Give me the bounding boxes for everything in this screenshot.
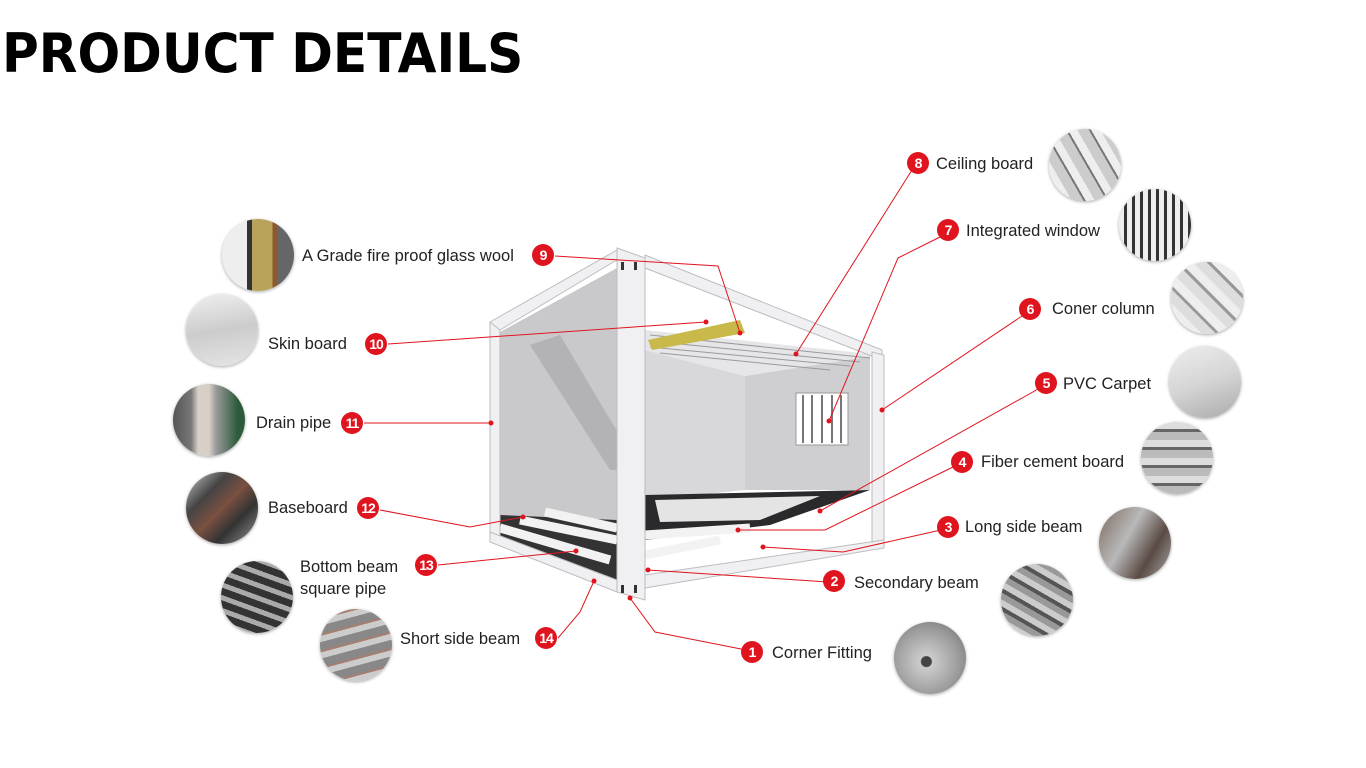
label-short-side-beam: Short side beam [400, 630, 521, 648]
drain-pipe-photo [173, 384, 245, 456]
badge-2: 2 [823, 570, 845, 592]
label-square-pipe: square pipe [300, 580, 387, 598]
badge-3: 3 [937, 516, 959, 538]
badge-8: 8 [907, 152, 929, 174]
badge-7: 7 [937, 219, 959, 241]
short-side-beam-photo [320, 609, 392, 681]
label-fiber-cement-board: Fiber cement board [981, 453, 1125, 471]
label-corner-column: Coner column [1052, 300, 1155, 318]
label-long-side-beam: Long side beam [965, 518, 1083, 536]
leader-lines [364, 169, 1041, 651]
bottom-beam-photo [221, 561, 293, 633]
secondary-beam-photo [1001, 564, 1073, 636]
label-glass-wool: A Grade fire proof glass wool [302, 247, 514, 265]
badge-14: 14 [535, 627, 557, 649]
corner-column-photo [1171, 262, 1243, 334]
page-title: PRODUCT DETAILS [2, 22, 524, 85]
badge-11: 11 [341, 412, 363, 434]
label-bottom-beam: Bottom beam [300, 558, 399, 576]
pvc-carpet-photo [1169, 346, 1241, 418]
badge-12: 12 [357, 497, 379, 519]
leader-dots [488, 319, 885, 601]
badge-1: 1 [741, 641, 763, 663]
label-drain-pipe: Drain pipe [256, 414, 332, 432]
label-skin-board: Skin board [268, 335, 347, 353]
container-illustration [489, 247, 885, 601]
badge-9: 9 [532, 244, 554, 266]
label-corner-fitting: Corner Fitting [772, 644, 872, 662]
ceiling-board-photo [1049, 129, 1121, 201]
integrated-window-photo [1119, 189, 1191, 261]
badge-13: 13 [415, 554, 437, 576]
fiber-cement-board-photo [1141, 422, 1213, 494]
corner-fitting-photo [894, 622, 966, 694]
baseboard-photo [186, 472, 258, 544]
label-ceiling-board: Ceiling board [936, 155, 1034, 173]
badge-4: 4 [951, 451, 973, 473]
glass-wool-photo [222, 219, 294, 291]
label-integrated-window: Integrated window [966, 222, 1100, 240]
badge-5: 5 [1035, 372, 1057, 394]
skin-board-photo [186, 294, 258, 366]
label-baseboard: Baseboard [268, 499, 348, 517]
label-pvc-carpet: PVC Carpet [1063, 375, 1152, 393]
badge-10: 10 [365, 333, 387, 355]
long-side-beam-photo [1099, 507, 1171, 579]
badge-6: 6 [1019, 298, 1041, 320]
label-secondary-beam: Secondary beam [854, 574, 979, 592]
